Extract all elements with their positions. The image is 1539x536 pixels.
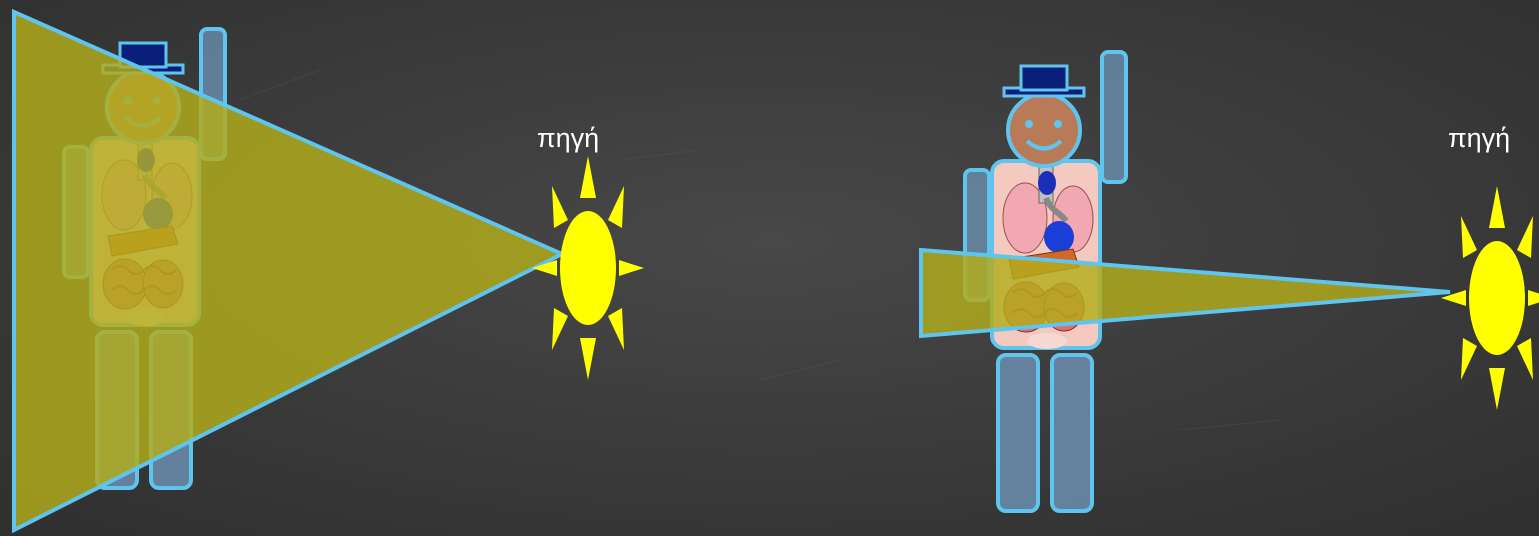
source-label-left: πηγή (537, 123, 599, 154)
source-label-right: πηγή (1448, 123, 1510, 154)
